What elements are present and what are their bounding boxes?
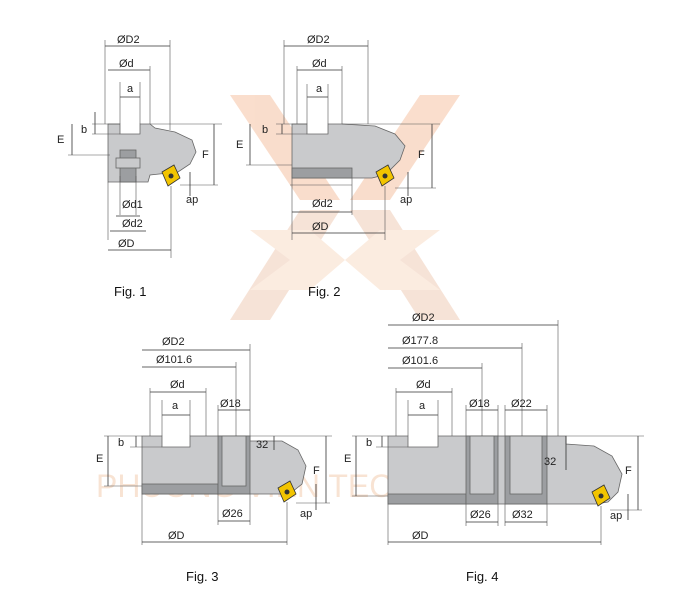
label-D2: ØD2: [162, 336, 185, 348]
label-F: F: [202, 149, 209, 161]
label-d: Ød: [119, 58, 134, 70]
label-D2: ØD2: [117, 34, 140, 46]
label-E: E: [57, 134, 64, 146]
figure-2-caption: Fig. 2: [308, 284, 341, 299]
cutter-body: [291, 123, 406, 179]
insert-screw: [168, 173, 174, 179]
bolt-hole-inner: [221, 435, 247, 487]
label-h26: Ø26: [470, 509, 491, 521]
mounting-face: [291, 167, 353, 179]
label-b: b: [118, 437, 124, 449]
figure-4: ØD2 Ø177.8 Ø101.6 Ød a Ø18 Ø22 b E 32: [344, 312, 644, 584]
label-ap: ap: [300, 508, 312, 520]
insert-screw: [382, 173, 388, 179]
label-h22: Ø22: [511, 398, 532, 410]
label-32: 32: [544, 456, 556, 468]
bolt-hole-inner: [469, 435, 495, 495]
label-D: ØD: [312, 221, 329, 233]
label-pcd: Ø101.6: [156, 354, 192, 366]
figure-1: ØD2 Ød a b E F ap Ød1 Ød2 ØD Fig. 1: [57, 34, 222, 299]
label-F: F: [625, 465, 632, 477]
label-d2: Ød2: [122, 218, 143, 230]
label-h18: Ø18: [220, 398, 241, 410]
label-E: E: [344, 453, 351, 465]
figure-3-caption: Fig. 3: [186, 569, 219, 584]
label-b: b: [366, 437, 372, 449]
label-32: 32: [256, 439, 268, 451]
insert-screw: [284, 489, 290, 495]
label-pcd2: Ø177.8: [402, 335, 438, 347]
label-D: ØD: [168, 530, 185, 542]
figure-2: ØD2 Ød a b E F ap Ød2 ØD Fig. 2: [236, 34, 440, 299]
label-a: a: [172, 400, 179, 412]
label-D2: ØD2: [307, 34, 330, 46]
label-ap: ap: [400, 194, 412, 206]
label-a: a: [127, 83, 134, 95]
label-D: ØD: [412, 530, 429, 542]
label-d: Ød: [416, 379, 431, 391]
label-a: a: [419, 400, 426, 412]
label-E: E: [96, 453, 103, 465]
mounting-face: [387, 493, 467, 505]
label-D2: ØD2: [412, 312, 435, 324]
figure-1-caption: Fig. 1: [114, 284, 147, 299]
label-d: Ød: [312, 58, 327, 70]
label-ap: ap: [610, 510, 622, 522]
label-E: E: [236, 139, 243, 151]
insert-screw: [598, 493, 604, 499]
label-a: a: [316, 83, 323, 95]
bolt-hole-inner-22: [509, 435, 543, 495]
label-h26: Ø26: [222, 508, 243, 520]
figure-3: ØD2 Ø101.6 Ød a Ø18 b E 32 F ap Ø26: [96, 336, 332, 584]
label-ap: ap: [186, 194, 198, 206]
label-h32: Ø32: [512, 509, 533, 521]
label-h18: Ø18: [469, 398, 490, 410]
label-F: F: [313, 465, 320, 477]
bolt-head: [115, 157, 141, 169]
label-pcd: Ø101.6: [402, 355, 438, 367]
label-b: b: [262, 124, 268, 136]
label-F: F: [418, 149, 425, 161]
mounting-face: [141, 483, 219, 495]
label-d2: Ød2: [312, 198, 333, 210]
label-b: b: [81, 124, 87, 136]
label-D: ØD: [118, 238, 135, 250]
figure-4-caption: Fig. 4: [466, 569, 499, 584]
label-d: Ød: [170, 379, 185, 391]
label-d1: Ød1: [122, 199, 143, 211]
